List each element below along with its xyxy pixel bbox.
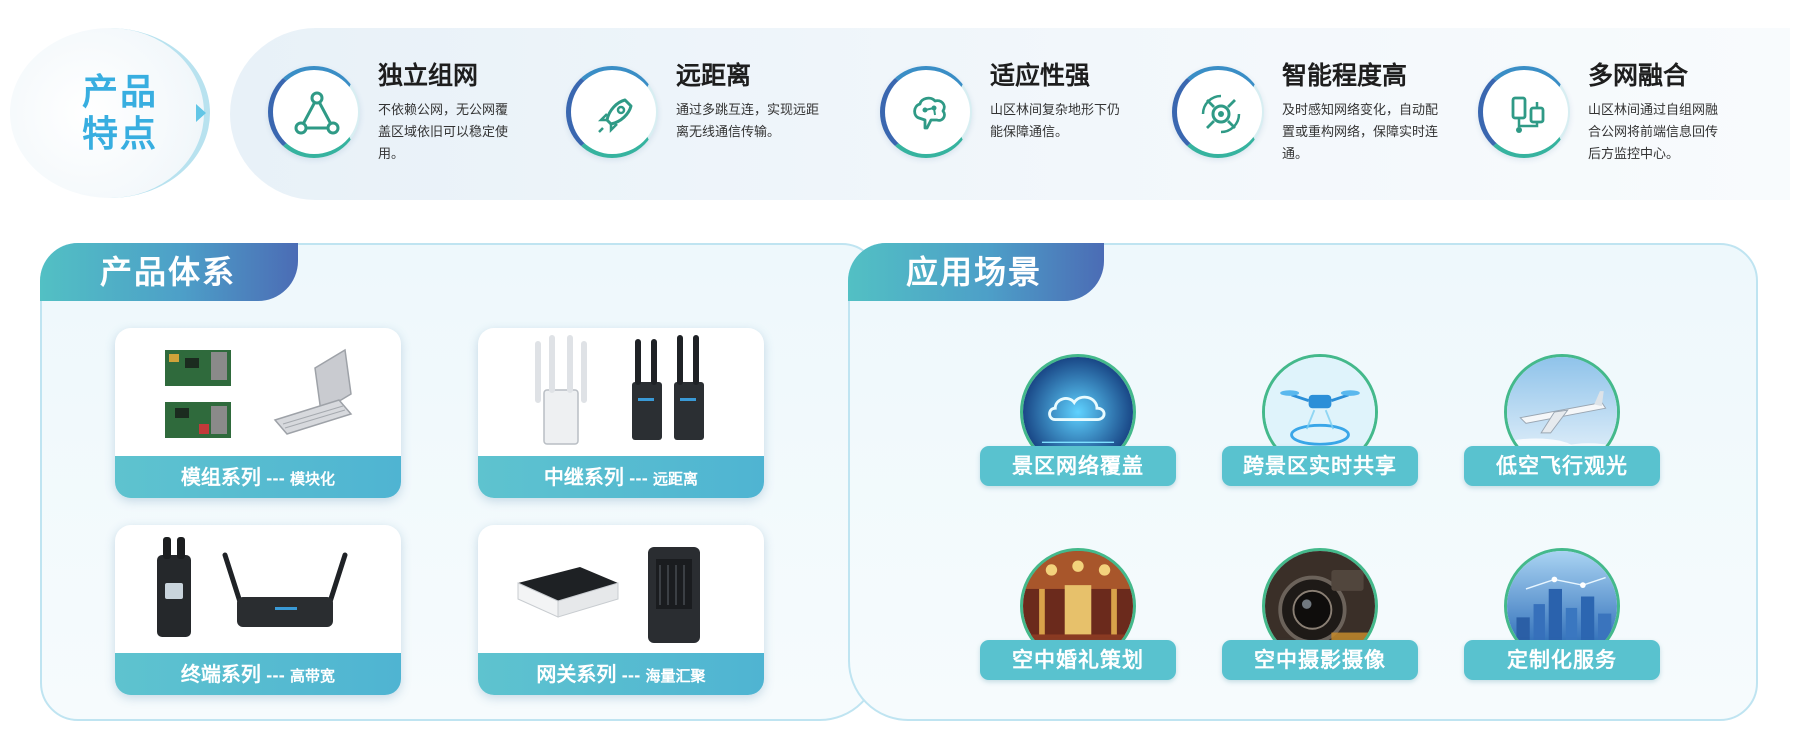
feature-icon-ring: [1478, 66, 1570, 158]
scene-item[interactable]: 定制化服务: [1464, 548, 1660, 688]
product-name: 模组系列: [180, 465, 261, 489]
scene-label: 跨景区实时共享: [1222, 446, 1418, 486]
rocket-icon: [597, 98, 633, 134]
product-separator: ---: [623, 470, 654, 488]
product-feature: 远距离: [653, 470, 699, 488]
products-panel-title: 产品体系: [40, 243, 298, 301]
product-name: 中继系列: [543, 465, 624, 489]
feature-desc: 不依赖公网，无公网覆盖区域依旧可以稳定使用。: [378, 103, 509, 162]
scene-label: 空中摄影摄像: [1222, 640, 1418, 680]
feature-desc: 山区林间复杂地形下仍能保障通信。: [990, 103, 1121, 140]
gateway-product-image: [517, 547, 700, 643]
scene-label: 低空飞行观光: [1464, 446, 1660, 486]
scene-item[interactable]: 景区网络覆盖: [980, 354, 1176, 494]
product-card-terminal[interactable]: 终端系列 --- 高带宽: [115, 525, 401, 695]
feature-icon-ring: [880, 66, 972, 158]
feature-title: 独立组网: [378, 61, 479, 90]
feature-icon-ring: [566, 66, 658, 158]
feature-title: 远距离: [676, 61, 752, 90]
product-card-label: 中继系列 --- 远距离: [478, 456, 764, 498]
feature-icon-ring: [268, 66, 360, 158]
multi-network-icon: [1511, 96, 1545, 133]
product-card-gateway[interactable]: 网关系列 --- 海量汇聚: [478, 525, 764, 695]
feature-desc: 通过多跳互连，实现远距离无线通信传输。: [676, 103, 820, 140]
feature-title: 多网融合: [1588, 61, 1689, 90]
product-card-label: 网关系列 --- 海量汇聚: [478, 653, 764, 695]
scene-label: 定制化服务: [1464, 640, 1660, 680]
network-sync-icon: [1201, 94, 1241, 134]
product-separator: ---: [260, 667, 291, 685]
product-feature: 海量汇聚: [645, 667, 706, 685]
badge-arrow-icon: [196, 104, 206, 122]
feature-badge-line1: 产品: [82, 72, 159, 113]
product-feature: 高带宽: [290, 667, 336, 685]
feature-badge: [10, 28, 210, 198]
product-card-label: 模组系列 --- 模块化: [115, 456, 401, 498]
scene-item[interactable]: 低空飞行观光: [1464, 354, 1660, 494]
module-product-image: [165, 348, 353, 438]
product-card-relay[interactable]: 中继系列 --- 远距离: [478, 328, 764, 498]
scene-item[interactable]: 空中摄影摄像: [1222, 548, 1418, 688]
product-card-label: 终端系列 --- 高带宽: [115, 653, 401, 695]
brain-circuit-icon: [913, 96, 946, 130]
product-card-module[interactable]: 模组系列 --- 模块化: [115, 328, 401, 498]
feature-desc: 及时感知网络变化，自动配置或重构网络，保障实时连通。: [1282, 103, 1439, 162]
scene-item[interactable]: 跨景区实时共享: [1222, 354, 1418, 494]
product-separator: ---: [260, 470, 291, 488]
feature-title: 适应性强: [990, 61, 1091, 90]
feature-desc: 山区林间通过自组网融合公网将前端信息回传后方监控中心。: [1588, 103, 1719, 162]
feature-badge-line2: 特点: [82, 114, 159, 155]
scene-label: 空中婚礼策划: [980, 640, 1176, 680]
product-feature: 模块化: [290, 470, 336, 488]
feature-icon-ring: [1172, 66, 1264, 158]
feature-title: 智能程度高: [1282, 61, 1408, 90]
scene-label: 景区网络覆盖: [980, 446, 1176, 486]
scene-item[interactable]: 空中婚礼策划: [980, 548, 1176, 688]
scenes-panel-title: 应用场景: [848, 243, 1104, 301]
product-name: 终端系列: [180, 662, 261, 686]
product-name: 网关系列: [536, 662, 617, 686]
feature-badge-title: 产品 特点: [82, 72, 172, 156]
triangle-network-icon: [294, 91, 340, 135]
terminal-product-image: [157, 537, 348, 637]
product-separator: ---: [616, 667, 646, 685]
relay-product-image: [535, 335, 704, 445]
